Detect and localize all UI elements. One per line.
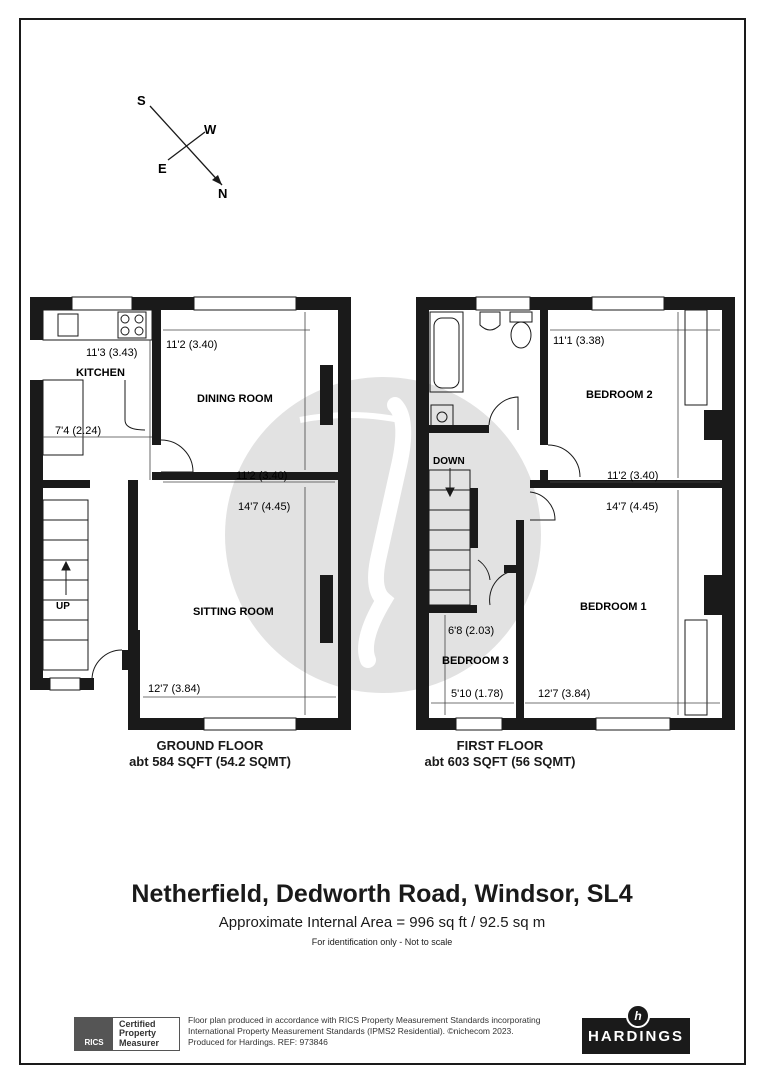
bed3-depth-dim: 6'8 (2.03) — [448, 625, 494, 637]
compass-n: N — [218, 186, 227, 201]
ground-floor-plan — [30, 297, 351, 730]
first-floor-windows — [455, 296, 671, 731]
first-floor-title: FIRST FLOOR — [456, 738, 544, 753]
footer-line-2: International Property Measurement Stand… — [188, 1026, 514, 1036]
dining-depth-dim: 11'2 (3.40) — [236, 470, 287, 482]
first-floor-plan — [416, 297, 735, 730]
internal-area: Approximate Internal Area = 996 sq ft / … — [218, 914, 546, 931]
first-floor-area: abt 603 SQFT (56 SQMT) — [424, 754, 576, 769]
bedroom-1-label: BEDROOM 1 — [580, 601, 647, 613]
rics-logo-icon: RICS — [75, 1018, 113, 1050]
rics-text: Certified Property Measurer — [113, 1018, 160, 1049]
bed2-depth-dim: 11'2 (3.40) — [607, 470, 658, 482]
compass-e: E — [158, 161, 167, 176]
sink-icon — [57, 313, 79, 337]
footer-line-3: Produced for Hardings. REF: 973846 — [188, 1037, 328, 1047]
bedroom-3-label: BEDROOM 3 — [442, 655, 509, 667]
property-address: Netherfield, Dedworth Road, Windsor, SL4 — [131, 880, 633, 908]
bed3-width-dim: 5'10 (1.78) — [451, 688, 503, 700]
rics-badge: RICS Certified Property Measurer — [74, 1017, 180, 1051]
compass: S W E N — [137, 93, 227, 201]
ground-floor-windows — [49, 296, 297, 731]
ground-floor-title: GROUND FLOOR — [156, 738, 264, 753]
toilet-icon — [510, 321, 532, 349]
toilet-cistern-icon — [509, 311, 533, 323]
hardings-mark-icon: h — [626, 1004, 650, 1028]
kitchen-depth-dim: 7'4 (2.24) — [55, 425, 101, 437]
hob-icon — [117, 311, 147, 339]
ground-floor-caption: GROUND FLOOR abt 584 SQFT (54.2 SQMT) — [95, 738, 325, 770]
kitchen-fittings — [42, 309, 194, 681]
sitting-width-dim: 12'7 (3.84) — [148, 683, 200, 695]
bedroom-2-label: BEDROOM 2 — [586, 389, 653, 401]
dining-room-label: DINING ROOM — [197, 393, 273, 405]
first-floor-caption: FIRST FLOOR abt 603 SQFT (56 SQMT) — [385, 738, 615, 770]
rics-line-3: Measurer — [119, 1037, 160, 1048]
bath-icon — [429, 311, 464, 393]
bed1-depth-dim: 14'7 (4.45) — [606, 501, 658, 513]
compass-w: W — [204, 122, 217, 137]
sitting-depth-dim: 14'7 (4.45) — [238, 501, 290, 513]
sitting-room-label: SITTING ROOM — [193, 606, 274, 618]
scale-note: For identification only - Not to scale — [311, 937, 453, 947]
kitchen-width-dim: 11'3 (3.43) — [86, 347, 137, 359]
ground-floor-area: abt 584 SQFT (54.2 SQMT) — [129, 754, 291, 769]
bed2-width-dim: 11'1 (3.38) — [553, 335, 604, 347]
compass-s: S — [137, 93, 146, 108]
first-floor-fittings — [428, 309, 708, 716]
rics-line-2: Property — [119, 1028, 157, 1039]
down-label: DOWN — [433, 456, 465, 467]
page-frame — [19, 18, 746, 1065]
kitchen-label: KITCHEN — [76, 367, 125, 379]
first-floor-dimension-lines — [431, 312, 720, 715]
dining-width-dim: 11'2 (3.40) — [166, 339, 217, 351]
up-label: UP — [56, 601, 70, 612]
ground-floor-dimension-lines — [43, 312, 336, 715]
footer-small-print: Floor plan produced in accordance with R… — [188, 1015, 588, 1048]
watermark-logo — [225, 377, 541, 693]
rics-line-1: Certified — [119, 1018, 156, 1029]
footer-line-1: Floor plan produced in accordance with R… — [188, 1015, 541, 1025]
basin-icon — [479, 311, 501, 331]
bed1-width-dim: 12'7 (3.84) — [538, 688, 590, 700]
rics-short: RICS — [84, 1038, 104, 1047]
north-arrow-icon — [212, 175, 222, 185]
